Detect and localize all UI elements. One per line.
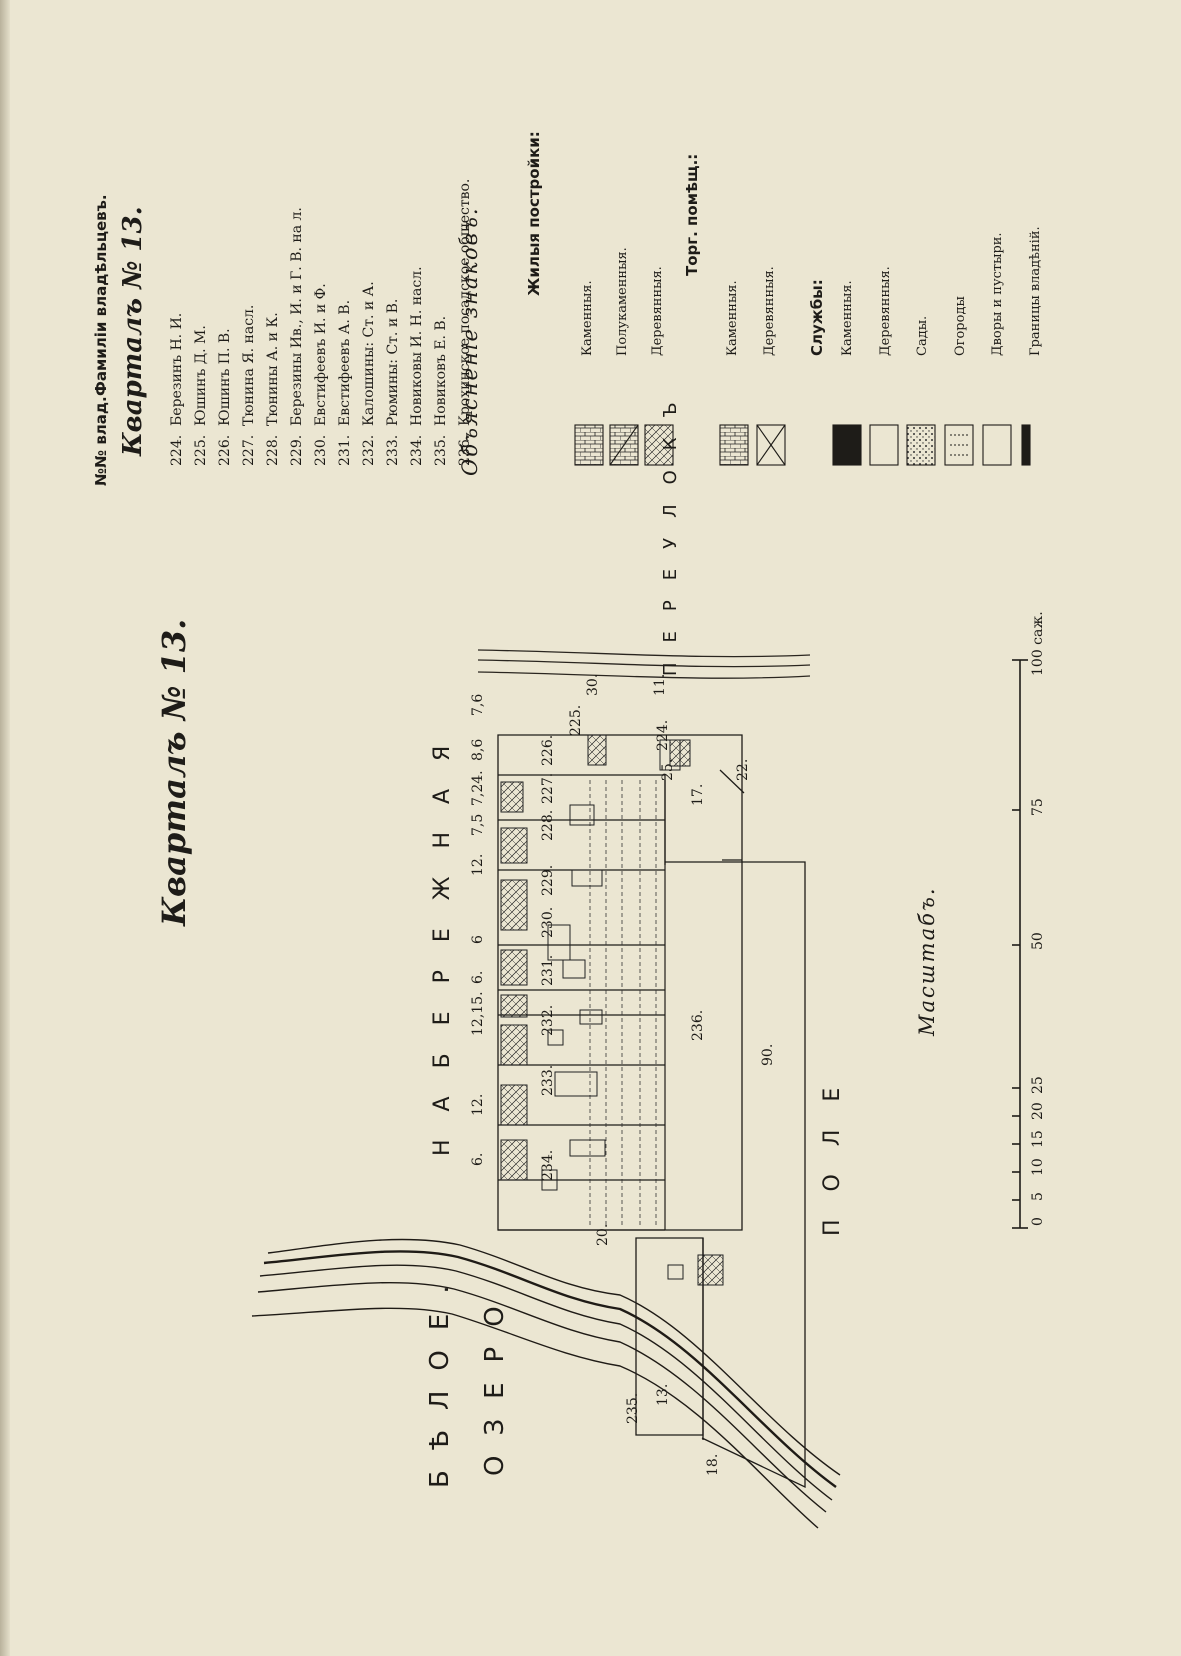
legend-item: Каменныя.	[840, 280, 855, 356]
dimension: 25.	[660, 758, 676, 781]
legend-title: Объясненіе знаковъ.	[458, 206, 482, 477]
outbuildings	[541, 739, 684, 1280]
col-names-header: Фамиліи владѣльцевъ.	[92, 194, 110, 396]
legend-item: Деревянныя.	[878, 266, 893, 356]
map-title: Кварталъ № 13.	[155, 618, 193, 926]
lot-number: 234.	[540, 1149, 556, 1181]
scale-tick-label: 100 саж.	[1030, 611, 1046, 676]
legend-services-title: Службы:	[808, 279, 826, 356]
legend-boundary-icon	[1021, 424, 1031, 466]
owner-row: 225.Юшинъ Д. М.	[193, 325, 209, 466]
owner-row: 233.Рюмины: Ст. и В.	[385, 298, 401, 466]
legend-vegetable-garden-icon	[944, 424, 974, 466]
frontage-dim: 6.	[470, 970, 486, 984]
frontage-dim: 6.	[470, 1152, 486, 1166]
street-label: НАБЕРЕЖНАЯ	[430, 717, 455, 1156]
scale-tick-label: 75	[1030, 798, 1046, 816]
col-num-header: №№ влад.	[92, 396, 110, 486]
lot-number: 229.	[540, 864, 556, 896]
legend-wooden-residential-icon	[644, 424, 674, 466]
dimension: 17.	[690, 783, 706, 806]
legend-stone-trade-icon	[719, 424, 749, 466]
lot-number: 224.	[655, 719, 671, 751]
dimension: 20.	[595, 1223, 611, 1246]
legend-item: Деревянныя.	[762, 266, 777, 356]
legend-trade-title: Торг. помѣщ.:	[683, 153, 701, 276]
owners-list: 224.Березинъ Н. И. 225.Юшинъ Д. М. 226.Ю…	[165, 136, 477, 466]
scale-tick-label: 10	[1030, 1158, 1046, 1176]
scale-tick-label: 0	[1030, 1217, 1046, 1226]
legend-stone-residential-icon	[574, 424, 604, 466]
owner-row: 228.Тюнины А. и К.	[265, 312, 281, 466]
lake-label-1: БѢЛОЕ.	[425, 1265, 455, 1488]
lot-number: 228.	[540, 809, 556, 841]
scale-bar	[1012, 659, 1028, 1229]
legend-item: Дворы и пустыри.	[990, 232, 1005, 356]
owner-row: 224.Березинъ Н. И.	[169, 312, 185, 466]
lane-label: ПЕРЕУЛОКЪ	[660, 382, 681, 676]
dimension: 18.	[705, 1453, 721, 1476]
dimension: 22.	[735, 758, 751, 781]
frontage-dim: 7,5	[470, 813, 486, 836]
lot-number: 236.	[690, 1009, 706, 1041]
frontage-dim: 12,15.	[470, 991, 486, 1036]
lot-number: 225.	[568, 704, 584, 736]
owner-row: 230.Евстифеевъ И. и Ф.	[313, 283, 329, 466]
wooden-houses	[500, 734, 724, 1286]
scale-tick-label: 20	[1030, 1102, 1046, 1120]
legend-garden-icon	[906, 424, 936, 466]
field-label: ПОЛЕ	[820, 1059, 845, 1236]
legend-wooden-trade-icon	[756, 424, 786, 466]
owner-row: 231.Евстифеевъ А. В.	[337, 299, 353, 466]
legend-wooden-service-icon	[869, 424, 899, 466]
lot-number: 232.	[540, 1004, 556, 1036]
owner-row: 227.Тюнина Я. насл.	[241, 304, 257, 466]
legend-item: Полукаменныя.	[615, 247, 630, 356]
lane-river-lines	[477, 649, 811, 679]
legend-item: Границы владѣній.	[1028, 226, 1043, 356]
legend-item: Деревянныя.	[650, 266, 665, 356]
owner-row: 234.Новиковы И. Н. насл.	[409, 266, 425, 466]
scale-title: Масштабъ.	[915, 886, 939, 1036]
lot-number: 226.	[540, 734, 556, 766]
scale-tick-label: 5	[1030, 1192, 1046, 1201]
owner-row: 226.Юшинъ П. В.	[217, 328, 233, 466]
lot-number: 227.	[540, 772, 556, 804]
owner-row: 229.Березины Ив., И. и Г. В. на л.	[289, 207, 305, 466]
legend-item: Каменныя.	[580, 280, 595, 356]
scale-tick-label: 50	[1030, 932, 1046, 950]
lot-number: 231.	[540, 954, 556, 986]
dimension: 90.	[760, 1043, 776, 1066]
frontage-dim: 12.	[470, 853, 486, 876]
frontage-dim: 7,24.	[470, 770, 486, 806]
legend-residential-title: Жилыя постройки:	[525, 131, 543, 296]
legend-yard-icon	[982, 424, 1012, 466]
legend-item: Сады.	[915, 315, 930, 356]
legend-item: Каменныя.	[725, 280, 740, 356]
frontage-dim: 7,6	[470, 693, 486, 716]
lot-number: 233.	[540, 1064, 556, 1096]
owner-row: 235.Новиковъ Е. В.	[433, 315, 449, 466]
scale-tick-label: 25	[1030, 1076, 1046, 1094]
frontage-dim: 6	[470, 935, 486, 944]
frontage-dim: 8,6	[470, 738, 486, 761]
legend-item: Огороды	[953, 296, 968, 356]
owner-row: 232.Калошины: Ст. и А.	[361, 281, 377, 466]
frontage-dim: 12.	[470, 1093, 486, 1116]
scale-tick-label: 15	[1030, 1130, 1046, 1148]
lake-shoreline	[251, 1238, 841, 1529]
page-spine-shadow	[0, 0, 10, 1656]
dimension: 11.	[652, 673, 668, 696]
lake-label-2: ОЗЕРО	[480, 1286, 510, 1476]
legend-swatches	[574, 424, 1031, 466]
list-title: Кварталъ № 13.	[118, 206, 148, 456]
dimension: 13.	[655, 1383, 671, 1406]
lot-number: 230.	[540, 906, 556, 938]
lot-number: 235.	[625, 1392, 641, 1424]
legend-stone-service-icon	[832, 424, 862, 466]
dimension: 30.	[585, 673, 601, 696]
